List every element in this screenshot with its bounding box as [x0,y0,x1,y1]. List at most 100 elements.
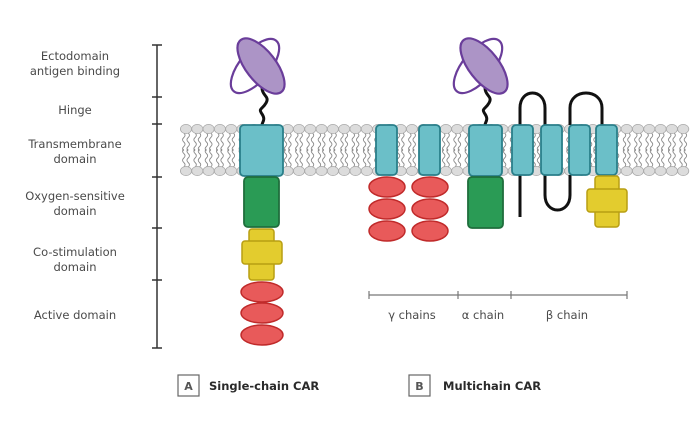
lipid-head [439,124,452,135]
lipid-tail [442,148,450,168]
lipid-tail [216,148,224,168]
lipid-head [179,124,192,135]
label-transmembrane-2: domain [53,152,96,166]
lipid-tail [622,132,631,152]
lipid-tail [656,132,665,152]
lipid-tail [351,148,360,168]
lipid-tail [408,132,416,152]
domain-axis [152,44,162,349]
lipid-head [338,165,351,176]
hinge-linker [258,87,269,126]
lipid-head [304,124,317,135]
oxygen-sensitive-domain [243,176,280,228]
label-oxygen-2: domain [53,204,96,218]
lipid-tail [362,148,371,168]
legend-b-letter: B [415,380,423,393]
lipid-head [179,165,192,176]
lipid-tail [453,148,462,168]
lipid-head [202,165,215,176]
domain-labels: Ectodomain antigen binding Hinge Transme… [25,49,125,322]
lipid-head [620,124,633,135]
lipid-tail [340,132,349,152]
lipid-tail [442,132,450,152]
lipid-tail [656,148,665,168]
lipid-tail [306,132,315,152]
lipid-head [677,165,690,176]
lipid-head [654,165,667,176]
lipid-tail [645,148,654,168]
lipid-tail [668,132,676,152]
lipid-tail [306,148,315,168]
legend-b: B Multichain CAR [408,374,541,397]
active-domain [240,281,284,346]
label-costim-1: Co-stimulation [33,245,117,259]
lipid-tail [283,132,292,152]
lipid-tail [329,148,337,168]
lipid-head [349,165,362,176]
lipid-head [213,124,226,135]
lipid-head [405,124,418,135]
legend-b-label: Multichain CAR [443,379,541,393]
lipid-tail [317,132,326,152]
beta-chain [511,91,628,228]
lipid-tail [204,132,213,152]
legend-b-box [408,374,431,397]
lipid-head [632,165,645,176]
lipid-tail [216,132,224,152]
lipid-tail [283,148,292,168]
lipid-tail [317,148,326,168]
lipid-head [439,165,452,176]
lipid-tail [362,132,371,152]
label-costim-2: domain [53,260,96,274]
lipid-tail [227,132,236,152]
chain-bracket [368,291,628,299]
lipid-head [326,165,339,176]
label-ectodomain-1: Ectodomain [41,49,109,63]
label-alpha-chain: α chain [462,308,504,322]
gamma-chain-2 [411,124,449,242]
lipid-head [665,124,678,135]
single-chain-car [229,37,286,346]
lipid-head [632,124,645,135]
lipid-head [643,165,656,176]
lipid-head [405,165,418,176]
label-ectodomain-2: antigen binding [30,64,120,78]
lipid-tail [645,132,654,152]
lipid-head [360,165,373,176]
antigen-binding-domain [229,37,286,95]
label-transmembrane-1: Transmembrane [27,137,121,151]
lipid-tail [193,148,202,168]
lipid-head [292,165,305,176]
lipid-head [315,124,328,135]
lipid-head [304,165,317,176]
lipid-head [620,165,633,176]
legend-a: A Single-chain CAR [177,374,319,397]
legend-a-label: Single-chain CAR [209,379,319,393]
lipid-tail [340,148,349,168]
lipid-tail [634,132,642,152]
lipid-tail [295,132,303,152]
lipid-tail [182,132,190,152]
lipid-head [451,165,464,176]
lipid-tail [668,148,676,168]
lipid-tail [679,132,688,152]
alpha-chain [452,37,509,229]
lipid-head [225,124,238,135]
lipid-tail [396,148,405,168]
lipid-head [654,124,667,135]
label-beta-chain: β chain [546,308,588,322]
label-oxygen-1: Oxygen-sensitive [25,189,125,203]
label-active: Active domain [34,308,116,322]
lipid-tail [396,132,405,152]
label-hinge: Hinge [58,103,92,117]
lipid-head [191,165,204,176]
lipid-head [292,124,305,135]
lipid-tail [351,132,360,152]
lipid-tail [295,148,303,168]
lipid-tail [408,148,416,168]
lipid-head [643,124,656,135]
lipid-head [338,124,351,135]
lipid-head [677,124,690,135]
label-gamma-chains: γ chains [388,308,436,322]
